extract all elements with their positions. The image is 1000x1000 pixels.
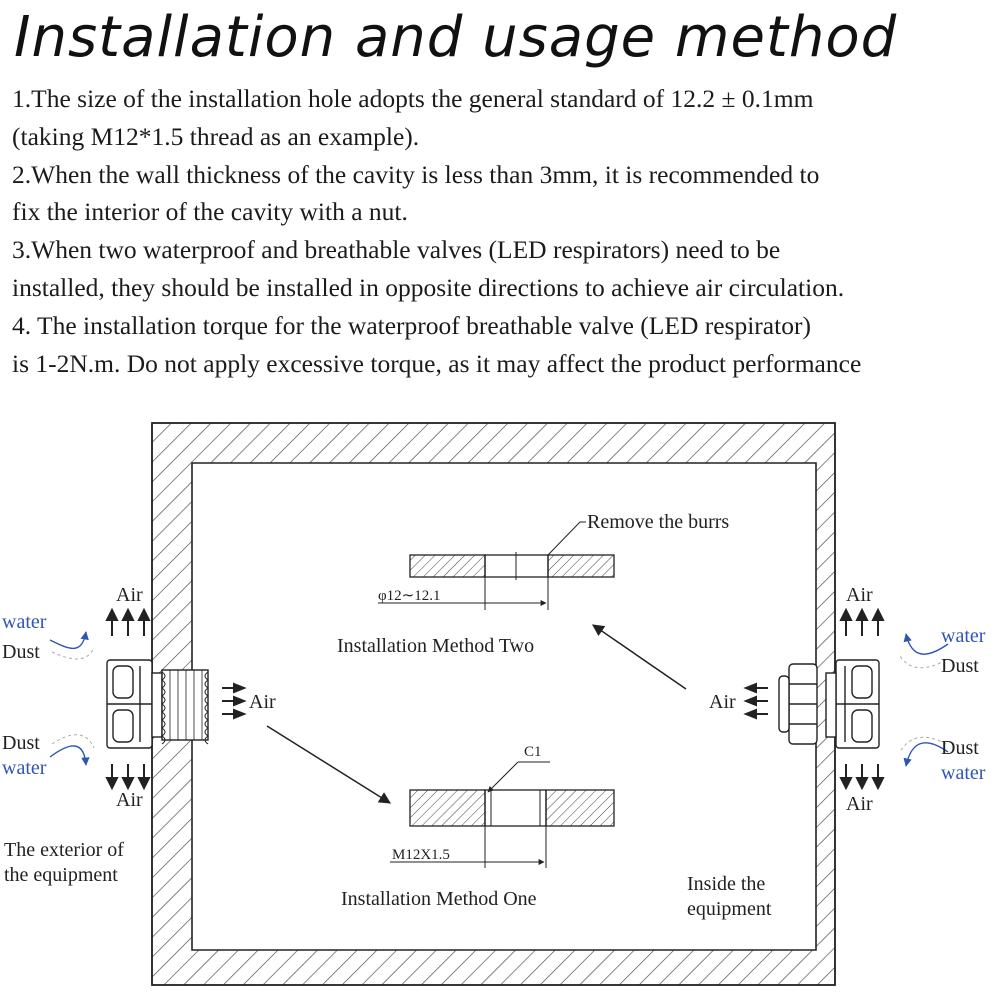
inside-equipment-label-1: Inside the bbox=[687, 873, 765, 895]
right-bottom-dust-trace bbox=[899, 736, 947, 753]
right-water-top-label: water bbox=[941, 625, 986, 647]
method-two-drawing bbox=[378, 521, 615, 610]
instruction-line-5: 3.When two waterproof and breathable val… bbox=[12, 235, 781, 265]
right-inner-air-arrows bbox=[743, 682, 768, 720]
right-dust-bottom-label: Dust bbox=[941, 737, 979, 759]
right-water-bottom-label: water bbox=[941, 762, 986, 784]
instruction-line-3: 2.When the wall thickness of the cavity … bbox=[12, 159, 820, 189]
left-air-inner-label: Air bbox=[249, 691, 276, 713]
instruction-line-6: installed, they should be installed in o… bbox=[12, 272, 845, 302]
exterior-label-1: The exterior of bbox=[4, 839, 124, 861]
instructions-text: 1.The size of the installation hole adop… bbox=[12, 80, 997, 382]
left-dust-top-label: Dust bbox=[2, 641, 40, 663]
left-air-top-label: Air bbox=[116, 584, 143, 606]
pointer-to-method-two bbox=[592, 624, 687, 690]
instruction-line-7: 4. The installation torque for the water… bbox=[12, 310, 811, 340]
left-dust-bottom-label: Dust bbox=[2, 732, 40, 754]
left-air-bottom-label: Air bbox=[116, 789, 143, 811]
method-one-drawing bbox=[390, 761, 615, 868]
exterior-label-2: the equipment bbox=[4, 864, 118, 886]
inside-equipment-label-2: equipment bbox=[687, 898, 772, 920]
chamfer-label: C1 bbox=[524, 744, 542, 760]
instruction-line-2: (taking M12*1.5 thread as an example). bbox=[12, 121, 420, 151]
left-top-dust-trace bbox=[51, 647, 95, 660]
installation-diagram: Remove the burrs φ12∼12.1 Installation M… bbox=[2, 422, 986, 986]
right-valve-icon bbox=[778, 659, 880, 749]
left-air-down-arrows bbox=[105, 764, 151, 791]
method-two-label: Installation Method Two bbox=[337, 635, 534, 657]
left-valve-icon bbox=[106, 659, 209, 749]
left-top-flow-arrow bbox=[49, 631, 89, 650]
instruction-line-8: is 1-2N.m. Do not apply excessive torque… bbox=[12, 348, 862, 378]
right-dust-top-label: Dust bbox=[941, 655, 979, 677]
left-water-bottom-label: water bbox=[2, 757, 47, 779]
instruction-line-4: fix the interior of the cavity with a nu… bbox=[12, 197, 408, 227]
left-bottom-flow-arrow bbox=[49, 745, 90, 766]
right-air-down-arrows bbox=[839, 764, 885, 791]
thread-size-label: M12X1.5 bbox=[392, 847, 450, 863]
remove-burrs-label: Remove the burrs bbox=[587, 511, 729, 533]
right-air-inner-label: Air bbox=[709, 691, 736, 713]
left-water-top-label: water bbox=[2, 611, 47, 633]
instruction-line-1: 1.The size of the installation hole adop… bbox=[12, 84, 814, 113]
page-title: Installation and usage method bbox=[14, 5, 898, 70]
left-air-up-arrows bbox=[105, 607, 151, 636]
left-bottom-dust-trace bbox=[51, 734, 95, 749]
right-top-flow-arrow bbox=[903, 633, 949, 655]
hole-diameter-label: φ12∼12.1 bbox=[378, 588, 440, 604]
right-top-dust-trace bbox=[899, 655, 947, 669]
pointer-to-method-one bbox=[266, 725, 392, 804]
right-bottom-flow-arrow bbox=[903, 742, 949, 767]
method-one-label: Installation Method One bbox=[341, 888, 537, 910]
right-air-up-arrows bbox=[839, 607, 885, 636]
left-inner-air-arrows bbox=[222, 682, 247, 720]
right-air-bottom-label: Air bbox=[846, 793, 873, 815]
right-air-top-label: Air bbox=[846, 584, 873, 606]
